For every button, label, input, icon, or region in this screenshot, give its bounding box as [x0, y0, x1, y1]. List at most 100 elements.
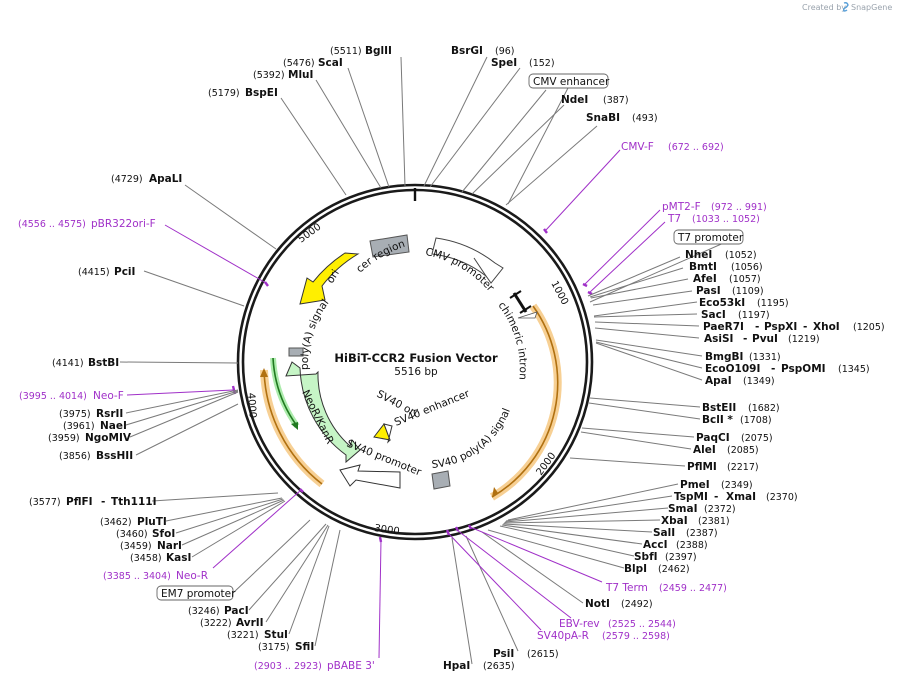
- primer-name: T7 Term: [605, 582, 648, 594]
- t7-promoter-label: T7 promoter: [677, 232, 744, 244]
- site-pos: (3458): [130, 553, 162, 564]
- site-name: PasI: [696, 285, 721, 297]
- site-name: PmeI: [680, 479, 710, 491]
- site-pos: (3221): [227, 630, 259, 641]
- snapgene-logo-icon: [842, 2, 849, 12]
- site-sep: -: [743, 333, 747, 345]
- site-pos: (2388): [676, 540, 708, 551]
- primer-name: Neo-R: [176, 570, 208, 582]
- site-name: KasI: [166, 552, 191, 564]
- site-pos: (96): [495, 46, 515, 57]
- site-pos: (1708): [740, 415, 772, 426]
- site-pos: (3460): [116, 529, 148, 540]
- site-pos: (2492): [621, 599, 653, 610]
- site-name: BstEII: [702, 402, 736, 414]
- site-name: PacI: [224, 605, 249, 617]
- site-pos: (1109): [732, 286, 764, 297]
- site-pos: (3856): [59, 451, 91, 462]
- site-name: PflFI: [66, 496, 93, 508]
- site-pos: (5392): [253, 70, 285, 81]
- site-pos: (1682): [748, 403, 780, 414]
- site-pos: (2370): [766, 492, 798, 503]
- site-pos: (2085): [727, 445, 759, 456]
- site-name: XmaI: [726, 491, 756, 503]
- site-name: SmaI: [668, 503, 698, 515]
- site-name: NaeI: [100, 420, 127, 432]
- enzyme-labels: (5511) BglII (5476) ScaI (5392) MluI (51…: [29, 45, 885, 672]
- site-pos: (2387): [686, 528, 718, 539]
- chimeric-intron-label: chimeric intron: [496, 300, 529, 381]
- em7-promoter-box: [156, 585, 234, 601]
- site-name: BclI *: [702, 414, 733, 426]
- site-pos: (3577): [29, 497, 61, 508]
- site-name: PaqCI: [696, 432, 730, 444]
- primer-name: Neo-F: [93, 390, 124, 402]
- site-name: MluI: [288, 69, 313, 81]
- site-name: BmgBI: [705, 351, 743, 363]
- site-pos: (2075): [741, 433, 773, 444]
- site-name: PciI: [114, 266, 135, 278]
- sv40-promoter-arrow: [339, 464, 401, 489]
- site-name: SbfI: [634, 551, 658, 563]
- primer-range: (672 .. 692): [668, 142, 724, 153]
- site-name: AsiSI: [704, 333, 733, 345]
- site-name: PluTI: [137, 516, 167, 528]
- cer-region-box: [369, 234, 410, 258]
- t7-promoter-box: [673, 229, 744, 245]
- site-name: SpeI: [491, 57, 517, 69]
- primer-marks: [231, 228, 593, 543]
- site-name: PaeR7I: [703, 321, 744, 333]
- cmv-enhancer-label: CMV enhancer: [533, 76, 610, 88]
- site-name: NarI: [157, 540, 182, 552]
- site-name: AleI: [693, 444, 716, 456]
- site-pos: (3462): [100, 517, 132, 528]
- site-name: PvuI: [752, 333, 778, 345]
- site-pos: (493): [632, 113, 658, 124]
- site-name: PspOMI: [781, 363, 826, 375]
- site-name: PflMI: [687, 461, 717, 473]
- site-pos: (2397): [665, 552, 697, 563]
- primer-name: pBR322ori-F: [91, 218, 156, 230]
- orf-arrow-green: [270, 357, 300, 430]
- primer-name: pBABE 3': [327, 660, 375, 672]
- site-name: BglII: [365, 45, 392, 57]
- primer-range: (1033 .. 1052): [692, 214, 760, 225]
- polya-box: [288, 347, 304, 357]
- site-name: ApaI: [705, 375, 732, 387]
- neo-kan-arrow: [285, 361, 361, 464]
- site-pos: (2635): [483, 661, 515, 672]
- primer-range: (2903 .. 2923): [254, 661, 322, 672]
- site-pos: (2615): [527, 649, 559, 660]
- site-name: NotI: [585, 598, 610, 610]
- site-name: ScaI: [318, 57, 343, 69]
- site-name: TspMI: [674, 491, 708, 503]
- site-sep: -: [771, 363, 775, 375]
- site-pos: (1197): [738, 310, 770, 321]
- site-name: AccI: [643, 539, 667, 551]
- site-name: NgoMIV: [85, 432, 132, 444]
- primer-name: CMV-F: [621, 141, 654, 153]
- site-pos: (1349): [743, 376, 775, 387]
- site-name: BmtI: [689, 261, 717, 273]
- ori-arrow: [299, 252, 360, 305]
- site-sep: -: [755, 321, 759, 333]
- site-name: BsrGI: [451, 45, 483, 57]
- site-pos: (1219): [788, 334, 820, 345]
- leader-lines: [119, 56, 736, 665]
- site-pos: (4141): [52, 358, 84, 369]
- site-name: AvrII: [236, 617, 264, 629]
- site-name: BssHII: [96, 450, 133, 462]
- site-pos: (2217): [727, 462, 759, 473]
- site-pos: (3975): [59, 409, 91, 420]
- site-name: AfeI: [693, 273, 717, 285]
- primer-labels: CMV-F (672 .. 692) pMT2-F (972 .. 991) T…: [18, 141, 767, 672]
- site-pos: (2349): [721, 480, 753, 491]
- tick-4000: 4000: [245, 392, 258, 418]
- site-pos: (152): [529, 58, 555, 69]
- site-name: SnaBI: [586, 112, 620, 124]
- primer-range: (2459 .. 2477): [659, 583, 727, 594]
- tick-3000: 3000: [374, 523, 401, 537]
- orf-arrow-right: [489, 303, 562, 501]
- site-pos: (2462): [658, 564, 690, 575]
- site-name: RsrII: [96, 408, 123, 420]
